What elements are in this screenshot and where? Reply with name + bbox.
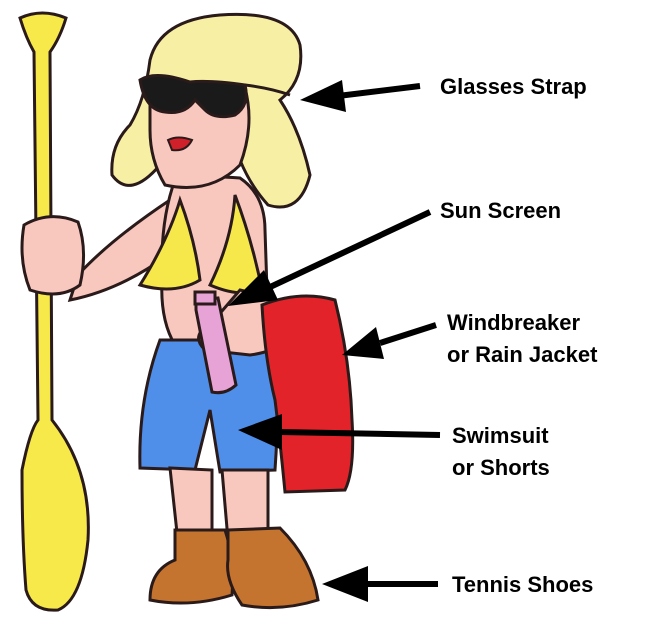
label-tennis-shoes: Tennis Shoes xyxy=(452,570,593,600)
arrow-glasses xyxy=(300,80,420,112)
label-windbreaker: Windbreaker xyxy=(447,308,580,338)
arrow-windbreaker xyxy=(342,325,436,359)
label-shorts: or Shorts xyxy=(452,453,550,483)
arrow-shoes xyxy=(322,566,438,602)
label-glasses-strap: Glasses Strap xyxy=(440,72,587,102)
label-rain-jacket: or Rain Jacket xyxy=(447,340,597,370)
label-sun-screen: Sun Screen xyxy=(440,196,561,226)
tennis-shoes xyxy=(150,528,318,608)
paddle xyxy=(20,13,88,610)
label-swimsuit: Swimsuit xyxy=(452,421,549,451)
